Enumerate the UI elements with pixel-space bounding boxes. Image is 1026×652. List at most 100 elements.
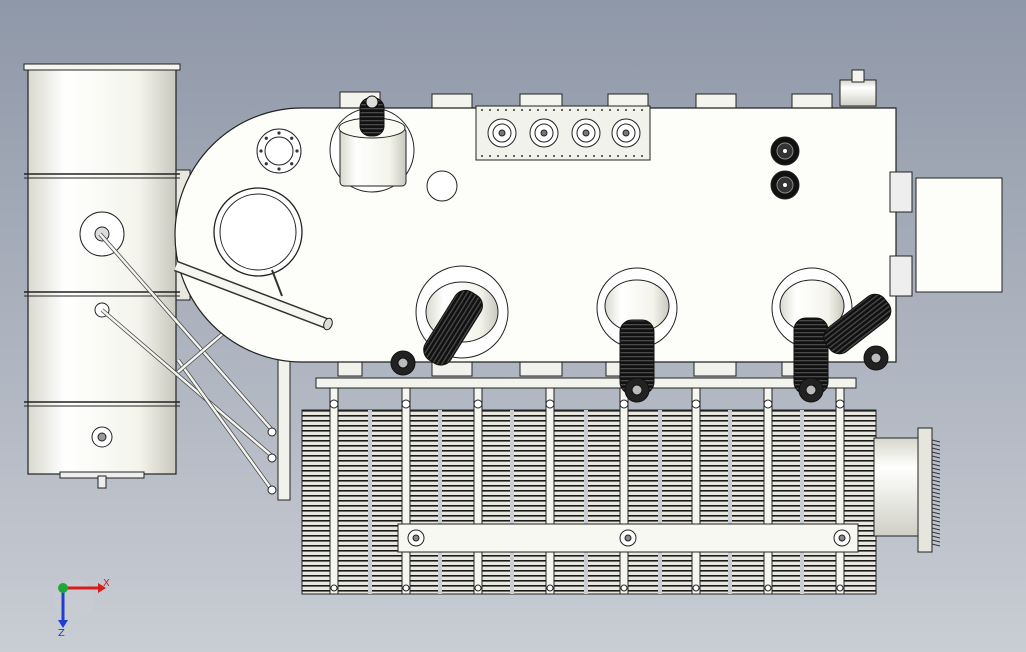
oil-level-gauge <box>770 170 800 200</box>
panel-terminal-ring <box>616 123 636 143</box>
post-bolt <box>330 584 338 592</box>
panel-rivet <box>481 155 483 157</box>
panel-terminal-ring <box>534 123 554 143</box>
triad-z-label: Z <box>58 628 65 639</box>
panel-rivet <box>529 109 531 111</box>
panel-rivet <box>593 155 595 157</box>
post-bolt <box>764 584 772 592</box>
panel-rivet <box>577 155 579 157</box>
fin-gap <box>368 410 372 594</box>
hv-bushing-c <box>771 267 892 403</box>
fan-grille-bar <box>931 451 941 455</box>
panel-rivet <box>601 155 603 157</box>
post-bolt <box>692 584 700 592</box>
radiator-post <box>619 387 629 595</box>
fin-gap <box>510 410 514 594</box>
panel-rivet <box>489 155 491 157</box>
panel-rivet <box>601 109 603 111</box>
radiator-post <box>835 387 845 595</box>
triad-y-axis <box>58 583 68 593</box>
cooling-fan-unit <box>873 427 941 553</box>
fan-grille-bar <box>931 507 941 511</box>
panel-rivet <box>497 155 499 157</box>
panel-terminal-pin <box>582 129 590 137</box>
panel-rivet <box>505 109 507 111</box>
coordinate-triad: X Z <box>54 578 110 639</box>
fan-grille-bar <box>931 531 941 535</box>
fan-grille-bar <box>931 499 941 503</box>
panel-rivet <box>617 155 619 157</box>
fin-gap <box>728 410 732 594</box>
panel-rivet <box>521 109 523 111</box>
panel-rivet <box>641 109 643 111</box>
fan-grille-bar <box>931 511 941 515</box>
panel-rivet <box>521 155 523 157</box>
fan-grille-bar <box>931 523 941 527</box>
flange-bolt <box>290 162 294 166</box>
fan-grille-bar <box>931 487 941 491</box>
panel-rivet <box>489 109 491 111</box>
oil-level-gauge <box>770 136 800 166</box>
fan-grille-bar <box>931 471 941 475</box>
radiator-post <box>473 387 483 595</box>
cross-beam-bolt <box>833 529 851 547</box>
panel-rivet <box>481 109 483 111</box>
panel-rivet <box>537 155 539 157</box>
pressure-relief-device <box>839 79 877 107</box>
fan-grille-bar <box>931 467 941 471</box>
fan-grille-bar <box>931 539 941 543</box>
fan-grille-bar <box>931 483 941 487</box>
panel-rivet <box>545 109 547 111</box>
panel-rivet <box>561 155 563 157</box>
flange-bolt <box>277 167 281 171</box>
fan-grille-bar <box>931 495 941 499</box>
post-bolt <box>836 584 844 592</box>
post-bolt <box>473 399 483 409</box>
conservator-tank <box>23 63 191 489</box>
fin-gap <box>584 410 588 594</box>
panel-terminal-ring <box>492 123 512 143</box>
cross-beam-bolt <box>619 529 637 547</box>
fin-gap <box>658 410 662 594</box>
panel-rivet <box>513 109 515 111</box>
panel-rivet <box>561 109 563 111</box>
panel-rivet <box>577 109 579 111</box>
fan-grille-bar <box>931 479 941 483</box>
panel-rivet <box>553 155 555 157</box>
fan-grille-bar <box>931 527 941 531</box>
panel-rivet <box>505 155 507 157</box>
neutral-bushing <box>329 95 415 193</box>
radiator-header-pipe <box>315 377 857 389</box>
panel-rivet <box>497 109 499 111</box>
panel-rivet <box>537 109 539 111</box>
fan-grille-bar <box>931 519 941 523</box>
post-bolt <box>402 584 410 592</box>
panel-rivet <box>569 109 571 111</box>
post-bolt <box>545 399 555 409</box>
flange-bolt <box>277 131 281 135</box>
flange-bolt <box>290 136 294 140</box>
panel-rivet <box>585 155 587 157</box>
fan-grille-bar <box>931 463 941 467</box>
flange-bolt <box>295 149 299 153</box>
panel-rivet <box>641 155 643 157</box>
panel-rivet <box>545 155 547 157</box>
panel-rivet <box>633 109 635 111</box>
fan-grille-bar <box>931 475 941 479</box>
control-cabinet <box>915 177 1003 293</box>
radiator-bank <box>301 377 877 595</box>
panel-rivet <box>625 109 627 111</box>
panel-rivet <box>625 155 627 157</box>
flange-bolt <box>264 136 268 140</box>
panel-terminal-pin <box>622 129 630 137</box>
panel-rivet <box>617 109 619 111</box>
fan-grille-bar <box>931 491 941 495</box>
post-bolt <box>763 399 773 409</box>
post-bolt <box>620 584 628 592</box>
fan-grille-bar <box>931 535 941 539</box>
blind-flange <box>426 170 458 202</box>
panel-terminal-pin <box>498 129 506 137</box>
terminal-panel <box>475 105 651 161</box>
fan-grille-bar <box>931 543 941 547</box>
